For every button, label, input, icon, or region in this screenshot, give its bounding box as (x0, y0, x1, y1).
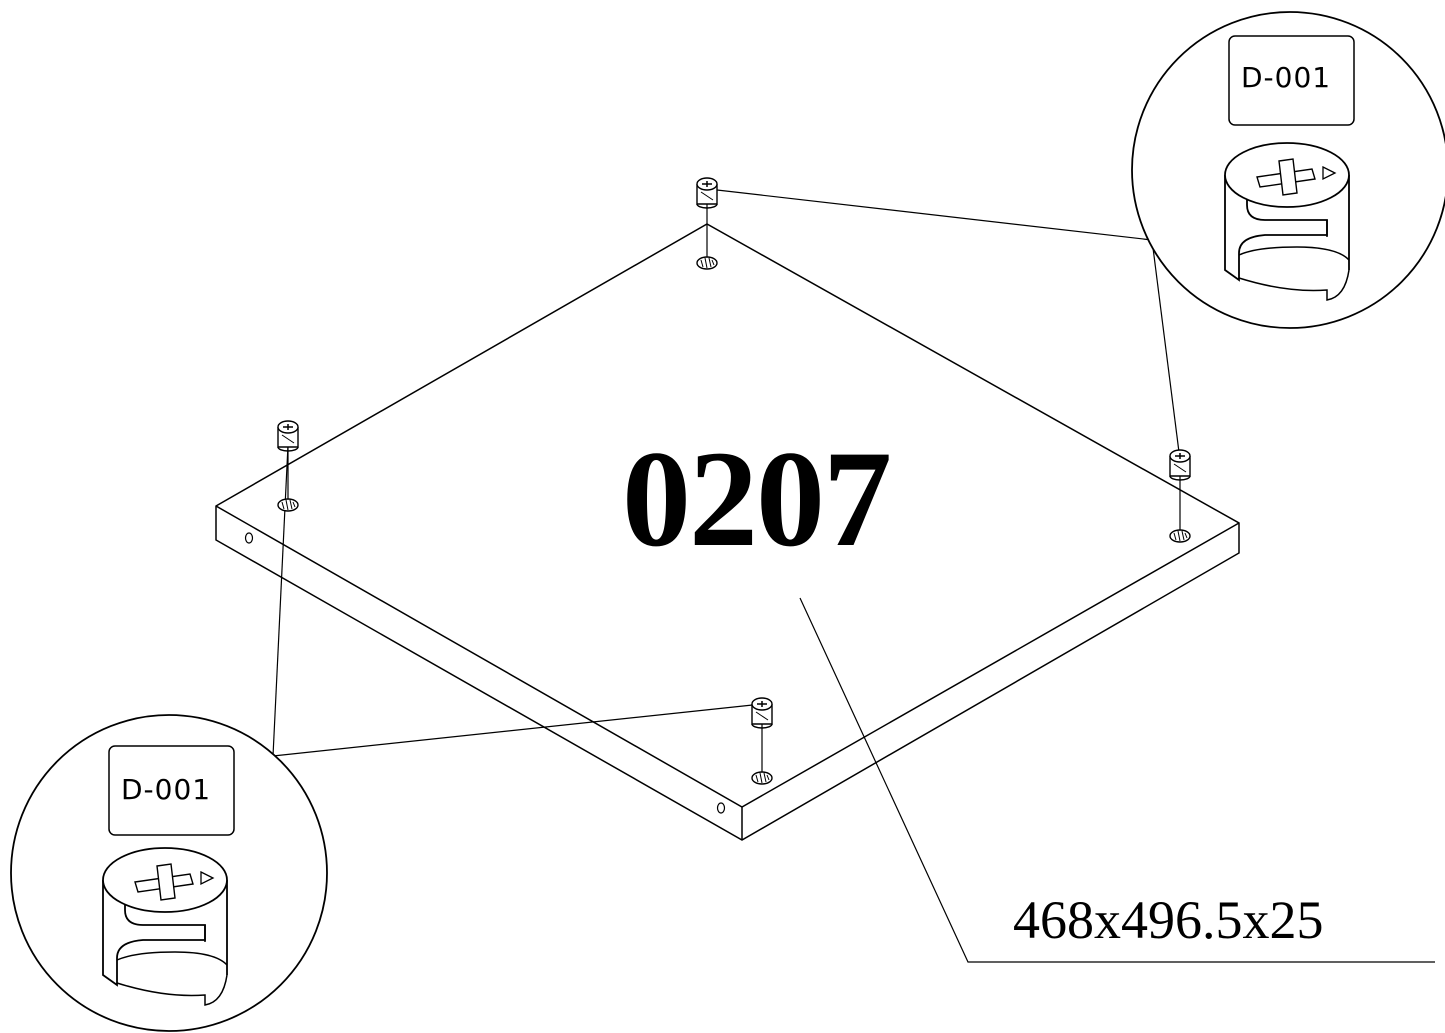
dowel-hole (696, 256, 718, 270)
edge-hole (716, 802, 726, 814)
dowel-hole (277, 498, 299, 512)
part-code-label: D-001 (121, 773, 212, 806)
dowel-hole (1169, 529, 1191, 543)
edge-hole (244, 532, 254, 544)
dowel-hole (751, 771, 773, 785)
part-code-label: D-001 (1241, 61, 1332, 94)
cam-bolt-icon (696, 177, 718, 209)
leader-lines (272, 189, 1435, 963)
cam-bolt-icon (751, 697, 773, 729)
callout-detail-top-right (1131, 11, 1445, 329)
part-code-box (108, 745, 235, 836)
part-code-box (1228, 35, 1355, 126)
dimensions-label: 468x496.5x25 (1013, 890, 1324, 950)
cam-bolt-icon (277, 420, 299, 452)
callout-detail-bottom-left (10, 714, 328, 1032)
cam-bolt-icon (1169, 449, 1191, 481)
part-number-label: 0207 (622, 422, 892, 575)
